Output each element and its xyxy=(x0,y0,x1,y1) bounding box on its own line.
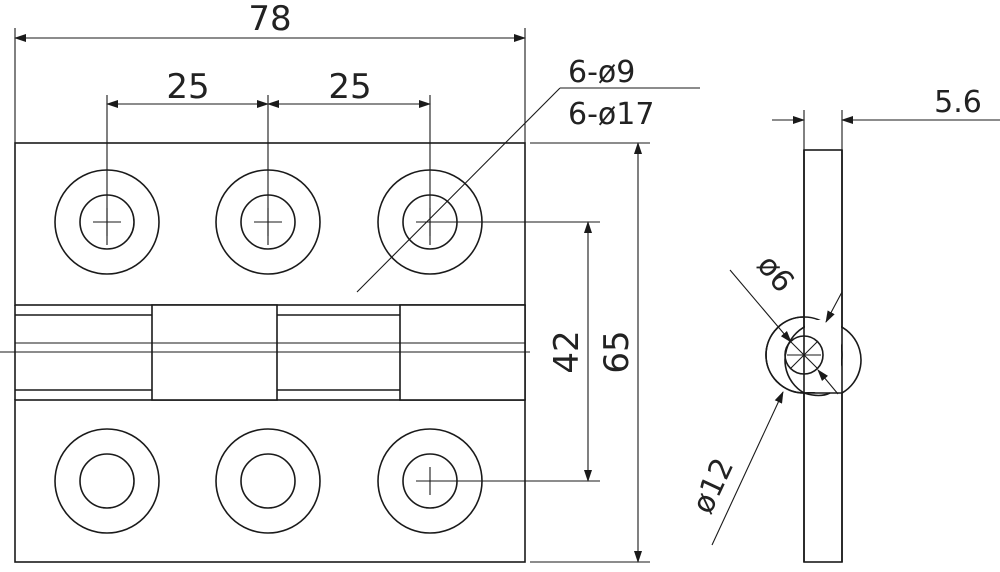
dim-spacing-left-label: 25 xyxy=(166,67,209,107)
dim-hole-spacing: 25 25 xyxy=(106,67,431,245)
top-leaf xyxy=(14,142,526,306)
dim-overall-width: 78 xyxy=(14,0,526,143)
side-pin xyxy=(784,335,824,375)
hole-bottom-middle xyxy=(215,428,321,534)
dim-overall-height-label: 65 xyxy=(597,330,637,373)
dim-hole-row-spacing: 42 xyxy=(440,221,600,482)
dim-overall-width-label: 78 xyxy=(248,0,291,39)
dim-hole-row-spacing-label: 42 xyxy=(547,330,587,373)
side-view: 5.6 ø6 ø12 xyxy=(686,85,1000,563)
dim-overall-height: 65 xyxy=(530,142,650,563)
hole-callout: 6-ø9 6-ø17 xyxy=(356,55,700,293)
dim-thickness: 5.6 xyxy=(772,85,1000,150)
dim-knuckle-diameter-label: ø12 xyxy=(686,453,742,519)
dim-pin-diameter-label: ø6 xyxy=(750,248,801,299)
dim-spacing-right-label: 25 xyxy=(328,67,371,107)
front-view: 78 25 25 6-ø9 6-ø17 42 xyxy=(0,0,700,563)
knuckle-band xyxy=(0,304,530,401)
hole-bottom-left xyxy=(54,428,160,534)
dim-thickness-label: 5.6 xyxy=(934,85,982,120)
hole-callout-line1: 6-ø9 xyxy=(568,55,635,90)
hole-callout-line2: 6-ø17 xyxy=(568,97,654,132)
